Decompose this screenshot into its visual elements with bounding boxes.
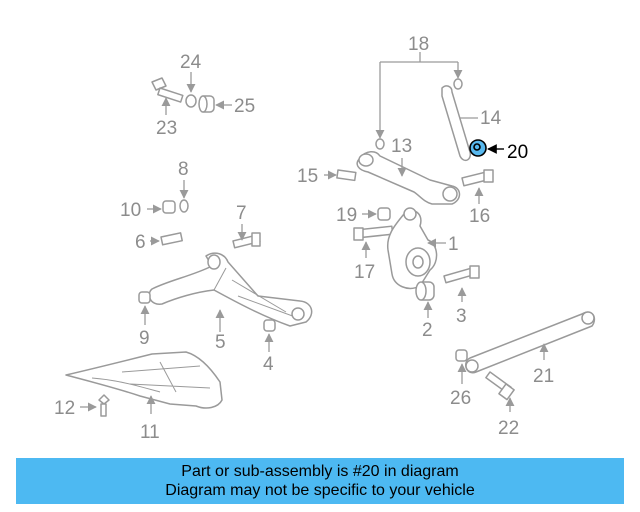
callout-14: 14 [480, 108, 502, 129]
callout-26: 26 [450, 388, 471, 409]
part-21-lateral-link [465, 311, 596, 374]
part-19-nut [377, 207, 391, 221]
callout-19: 19 [336, 205, 357, 226]
callout-11: 11 [140, 422, 160, 443]
banner-line-part: Part or sub-assembly is #20 in diagram [181, 463, 459, 480]
part-7-bolt [232, 232, 261, 249]
part-9-nut [138, 291, 151, 304]
part-15-bolt [336, 169, 357, 182]
part-11-shield [65, 351, 223, 409]
part-1-knuckle [386, 207, 438, 290]
callout-1: 1 [448, 234, 459, 255]
part-2-bushing [415, 281, 435, 301]
part-14-link [441, 85, 472, 162]
part-10-nut [162, 200, 176, 214]
callout-17: 17 [354, 262, 375, 283]
banner-line-disclaimer: Diagram may not be specific to your vehi… [165, 482, 475, 499]
callout-15: 15 [297, 166, 318, 187]
part-22-bolt [485, 371, 515, 401]
info-banner: Part or sub-assembly is #20 in diagram D… [16, 458, 624, 504]
callout-21: 21 [533, 366, 554, 387]
part-16-bolt [461, 169, 494, 187]
callout-9: 9 [139, 328, 150, 349]
callout-18: 18 [408, 34, 429, 55]
part-24-washer [185, 94, 197, 108]
callout-3: 3 [456, 306, 467, 327]
part-17-bolt [353, 225, 394, 241]
part-12-clip [98, 394, 110, 417]
callout-6: 6 [135, 232, 146, 253]
part-3-bolt [443, 265, 480, 284]
part-4-nut [263, 319, 276, 332]
part-26-nut [455, 349, 468, 362]
callout-7: 7 [236, 203, 247, 224]
callout-10: 10 [120, 200, 141, 221]
callout-23: 23 [156, 118, 177, 139]
part-18-bushing-a [453, 78, 463, 90]
part-13-upper-arm [356, 151, 461, 205]
part-6-bolt [160, 232, 183, 246]
callout-13: 13 [391, 136, 412, 157]
callout-22: 22 [498, 418, 519, 439]
part-8-clip [179, 199, 189, 213]
part-20-bushing [469, 139, 487, 157]
callout-12: 12 [54, 398, 75, 419]
part-23-bolt [151, 77, 184, 103]
callout-8: 8 [178, 159, 189, 180]
parts-diagram: 24 23 25 8 10 7 6 9 5 4 12 11 18 14 20 1… [54, 34, 596, 443]
part-18-bushing-b [375, 138, 385, 150]
callout-24: 24 [180, 52, 202, 73]
callout-4: 4 [263, 354, 274, 375]
callout-5: 5 [215, 332, 226, 353]
callout-16: 16 [469, 206, 490, 227]
callout-20: 20 [507, 142, 528, 163]
part-5-control-arm [148, 252, 313, 327]
part-25-bushing [198, 95, 215, 113]
callout-2: 2 [422, 320, 433, 341]
callout-25: 25 [234, 96, 255, 117]
